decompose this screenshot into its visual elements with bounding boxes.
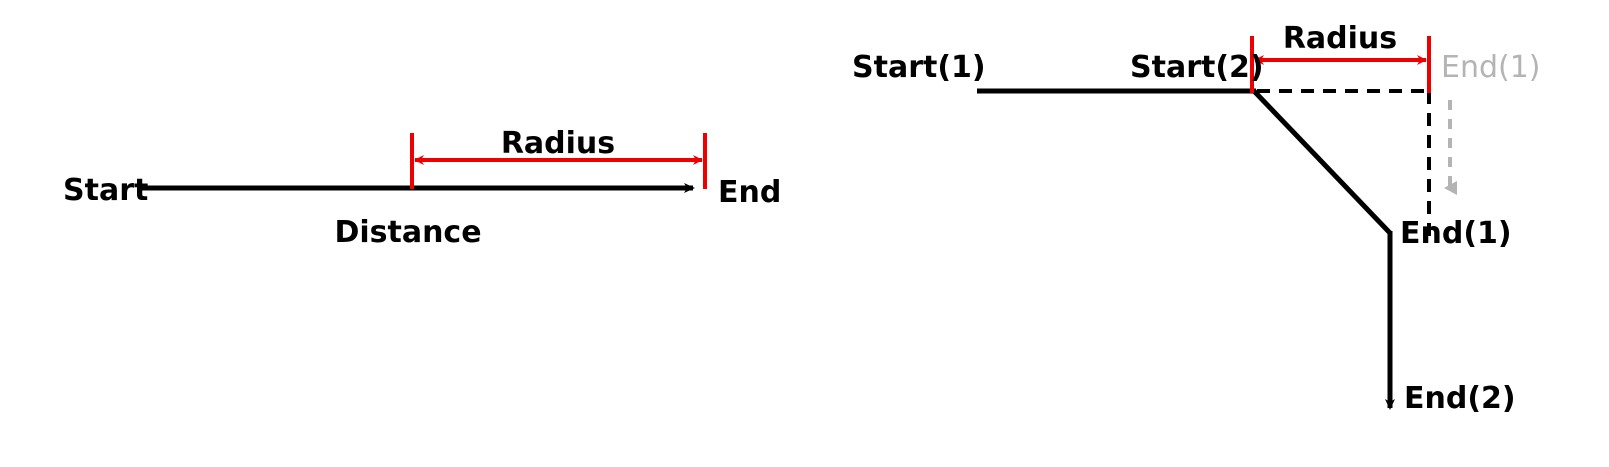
label-end-1: End(1) bbox=[1400, 216, 1512, 251]
right-panel: Start(1) Start(2) End(1) End(1) End(2) R… bbox=[852, 21, 1541, 416]
left-panel: Start End Distance Radius bbox=[63, 126, 781, 250]
label-end-2: End(2) bbox=[1404, 381, 1516, 416]
label-start-1: Start(1) bbox=[852, 50, 986, 85]
label-start-2: Start(2) bbox=[1130, 50, 1264, 85]
label-start: Start bbox=[63, 173, 148, 208]
segment2-diagonal bbox=[1252, 89, 1392, 235]
label-radius-right: Radius bbox=[1283, 21, 1397, 56]
label-distance: Distance bbox=[334, 215, 481, 250]
label-radius-left: Radius bbox=[501, 126, 615, 161]
label-end-1-ghost: End(1) bbox=[1441, 50, 1541, 85]
label-end: End bbox=[718, 175, 781, 210]
